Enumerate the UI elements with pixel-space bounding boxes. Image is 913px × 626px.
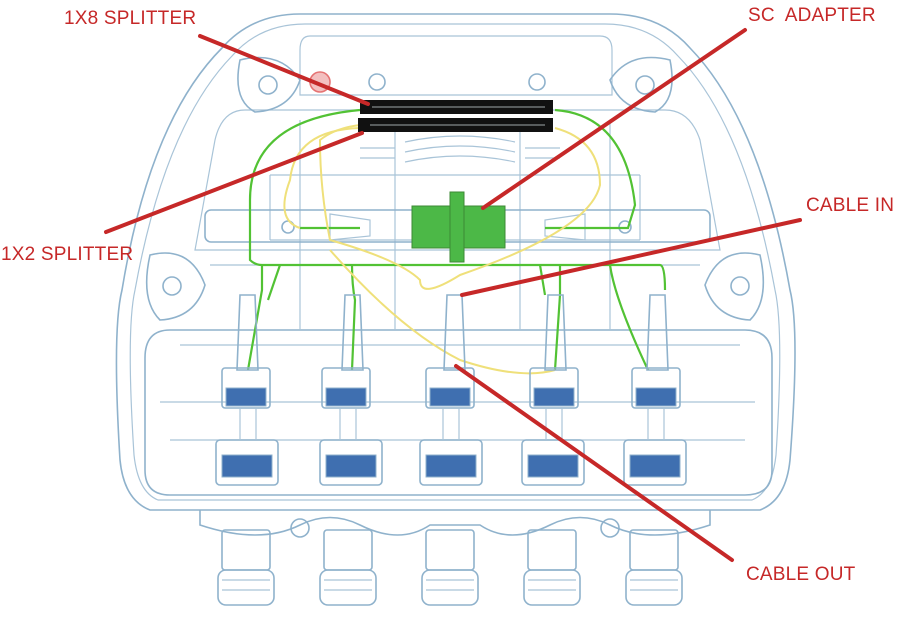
label-1x8-splitter: 1X8 SPLITTER — [64, 8, 197, 29]
sc-adapter-icon — [411, 191, 506, 263]
leader-cable-in — [460, 218, 802, 297]
leader-1x2-splitter — [104, 131, 364, 234]
label-1x2-splitter: 1X2 SPLITTER — [1, 244, 134, 265]
leader-1x8-splitter — [198, 34, 370, 106]
label-sc-adapter: SC ADAPTER — [748, 5, 876, 26]
leader-sc-adapter — [481, 28, 747, 210]
cable-gland-icon — [217, 529, 683, 606]
leader-cable-out — [454, 364, 734, 562]
label-cable-out: CABLE OUT — [746, 564, 856, 585]
label-cable-in: CABLE IN — [806, 195, 895, 216]
